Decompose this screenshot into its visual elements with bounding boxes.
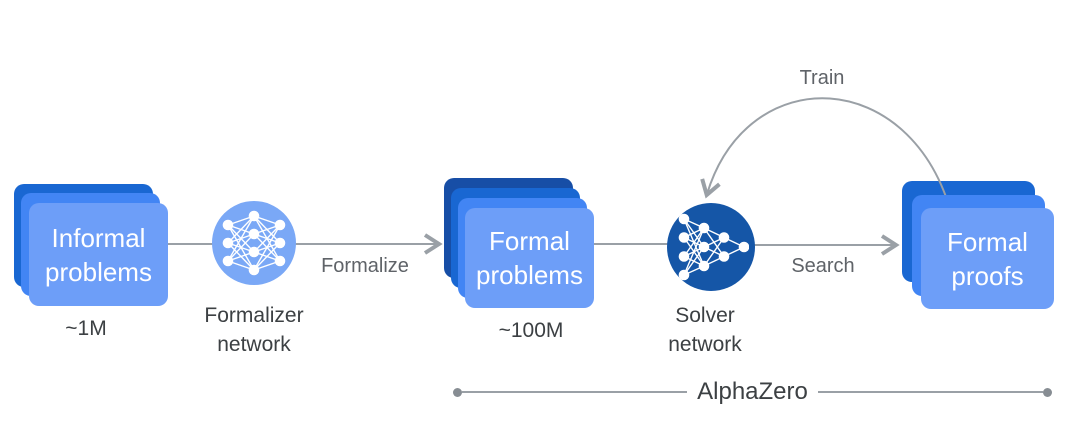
informal-problems-count: ~1M <box>65 317 107 340</box>
bracket-line <box>817 391 1044 393</box>
bracket-line <box>462 391 688 393</box>
card-layer: Formal proofs <box>921 208 1054 309</box>
card-title: Informal problems <box>45 222 152 287</box>
bracket-dot <box>453 387 462 397</box>
search-arrow-label: Search <box>791 255 855 277</box>
formal-proofs-card-stack: Formal proofs <box>902 181 1057 311</box>
formalize-arrow-label: Formalize <box>321 255 409 277</box>
formalizer-network-node <box>212 201 296 285</box>
alphazero-bracket: AlphaZero <box>453 378 1053 405</box>
formalizer-network-label: Formalizer network <box>204 304 304 356</box>
card-layer: Formal problems <box>465 208 594 308</box>
neural-network-icon <box>222 210 286 276</box>
solver-network-node <box>667 203 755 291</box>
train-arrow-label: Train <box>799 67 845 89</box>
alphazero-label: AlphaZero <box>697 378 808 405</box>
card-layer: Informal problems <box>29 203 168 306</box>
formal-problems-count: ~100M <box>498 319 564 342</box>
formal-problems-card-stack: Formal problems <box>444 178 599 313</box>
bracket-dot <box>1043 387 1053 397</box>
informal-problems-card-stack: Informal problems <box>14 184 174 309</box>
solver-network-label: Solver network <box>668 304 742 356</box>
card-title: Formal problems <box>476 226 583 290</box>
train-loop-arrow <box>700 97 953 217</box>
card-title: Formal proofs <box>947 226 1028 291</box>
neural-network-icon <box>678 213 749 281</box>
